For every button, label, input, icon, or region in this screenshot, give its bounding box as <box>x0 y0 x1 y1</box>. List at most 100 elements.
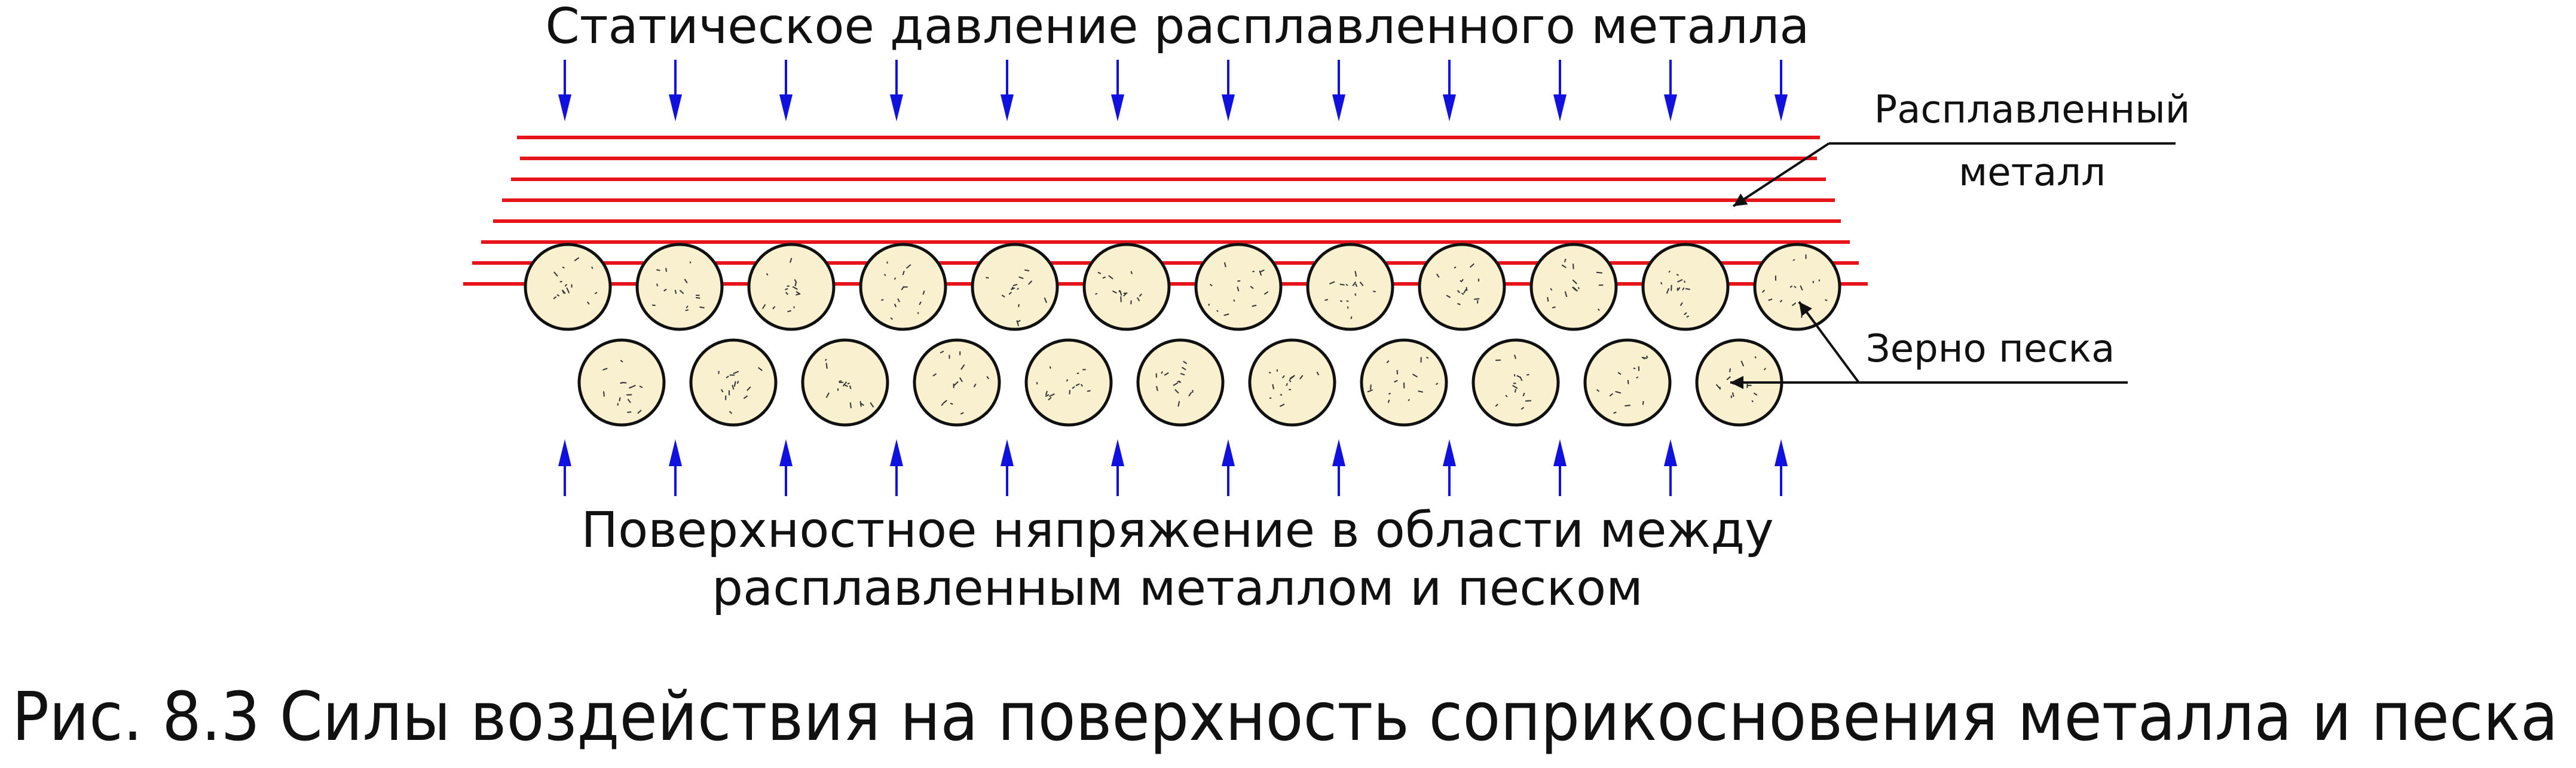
sand-grain-speck <box>1668 270 1671 273</box>
sand-grain <box>1529 243 1618 331</box>
sand-grain-speck <box>1519 376 1523 381</box>
sand-grain-circle <box>1418 243 1506 331</box>
sand-grain-speck <box>1791 302 1797 307</box>
sand-grain-speck <box>1679 302 1683 306</box>
sand-grain-circle <box>1583 338 1672 427</box>
sand-grain-speck <box>602 368 608 371</box>
sand-grain-speck <box>747 386 751 391</box>
sand-grain-speck <box>1408 399 1410 402</box>
sand-grain-speck <box>1369 384 1372 390</box>
sand-grain-speck <box>620 382 623 384</box>
sand-grain-speck <box>1645 355 1648 359</box>
sand-grain-speck <box>758 367 763 371</box>
sand-grain-speck <box>1792 259 1795 261</box>
sand-grain-speck <box>729 411 733 414</box>
tension-arrow-up <box>1664 439 1677 466</box>
sand-grain <box>1024 338 1113 427</box>
pressure-arrow-down <box>890 94 903 121</box>
sand-grain-speck <box>941 403 944 406</box>
sand-grain-speck <box>1188 391 1192 397</box>
sand-grain-speck <box>564 284 568 287</box>
sand-grain-speck <box>1048 397 1052 400</box>
tension-arrow-up <box>1111 439 1124 466</box>
sand-grain-speck <box>1299 375 1304 380</box>
tension-arrow-up <box>1775 439 1788 466</box>
sand-grain-speck <box>556 294 560 297</box>
sand-grain-speck <box>1289 379 1292 383</box>
sand-grain-speck <box>1460 280 1463 283</box>
sand-grain-speck <box>1049 366 1051 369</box>
sand-grain-speck <box>620 360 623 363</box>
sand-grain-speck <box>699 306 705 309</box>
sand-grain-speck <box>1010 287 1015 290</box>
molten-metal-label-line2: металл <box>1959 151 2106 195</box>
sand-grain-speck <box>1396 370 1399 375</box>
pressure-arrow-down <box>1443 94 1456 121</box>
sand-grain-speck <box>1018 304 1020 307</box>
sand-grain-speck <box>1075 383 1080 387</box>
sand-grain-speck <box>1677 279 1683 283</box>
sand-grain-speck <box>1525 400 1531 402</box>
sand-grain-circle <box>971 243 1059 331</box>
sand-grain-speck <box>894 304 897 308</box>
tension-arrow-up <box>890 439 903 466</box>
sand-grain-speck <box>1367 389 1373 393</box>
sand-grain-speck <box>1596 389 1600 392</box>
sand-grain-speck <box>1072 386 1075 389</box>
sand-grain-speck <box>1505 394 1508 397</box>
sand-grain-speck <box>1641 356 1647 359</box>
sand-grain-speck <box>1012 283 1018 287</box>
sand-grain-speck <box>1223 262 1226 268</box>
sand-grain-speck <box>1461 292 1464 295</box>
sand-grain-circle <box>747 243 836 331</box>
sand-grain-speck <box>1463 289 1467 294</box>
sand-grain-speck <box>1394 380 1398 383</box>
sand-grain-speck <box>1263 291 1269 295</box>
pressure-arrow-down <box>1664 94 1677 121</box>
sand-grain-speck <box>922 290 925 295</box>
sand-grain-speck <box>1418 390 1424 393</box>
sand-grain <box>971 243 1059 331</box>
sand-grain-speck <box>1316 371 1320 376</box>
sand-grain-speck <box>1512 384 1518 389</box>
sand-grain <box>524 243 612 331</box>
sand-grain-speck <box>1161 371 1163 374</box>
molten-metal-leader-line <box>1732 142 1830 207</box>
tension-arrow-up <box>1001 439 1014 466</box>
sand-grain-speck <box>1268 372 1271 374</box>
sand-grain-speck <box>663 289 667 292</box>
sand-grain-speck <box>1753 392 1758 396</box>
sand-grain-speck <box>766 273 769 276</box>
sand-grain-speck <box>1615 391 1622 394</box>
sand-grain-speck <box>1250 286 1254 289</box>
sand-grain <box>1753 243 1841 331</box>
tension-arrow-up <box>779 439 793 466</box>
sand-grain-speck <box>586 301 590 305</box>
sand-grain-speck <box>1102 276 1106 279</box>
sand-grain-speck <box>881 299 884 301</box>
sand-grain-speck <box>1373 290 1376 293</box>
sand-grain-speck <box>1686 315 1690 318</box>
sand-grain-speck <box>1108 275 1113 280</box>
sand-grain-speck <box>1564 258 1567 262</box>
sand-grain-speck <box>839 380 842 383</box>
sand-grain-speck <box>736 381 739 384</box>
sand-grain-speck <box>1624 405 1630 407</box>
static-pressure-label: Статическое давление расплавленного мета… <box>545 0 1809 55</box>
sand-grain-speck <box>627 399 631 403</box>
figure-caption: Рис. 8.3 Силы воздействия на поверхность… <box>12 678 2558 756</box>
sand-grain-speck <box>1177 380 1180 383</box>
sand-grain-speck <box>1066 379 1069 382</box>
sand-grain-speck <box>986 376 990 380</box>
sand-grain-speck <box>1466 287 1468 291</box>
sand-grain-speck <box>639 385 643 388</box>
sand-grain-speck <box>1139 293 1142 297</box>
sand-grain-speck <box>1279 403 1285 408</box>
sand-grain-speck <box>1572 279 1577 284</box>
sand-grain-speck <box>1355 283 1358 287</box>
sand-grain-speck <box>960 412 964 415</box>
sand-grain-speck <box>619 397 621 402</box>
sand-grain-row-lower <box>577 338 1783 427</box>
sand-grain <box>1082 243 1171 331</box>
sand-grain-speck <box>825 392 830 398</box>
